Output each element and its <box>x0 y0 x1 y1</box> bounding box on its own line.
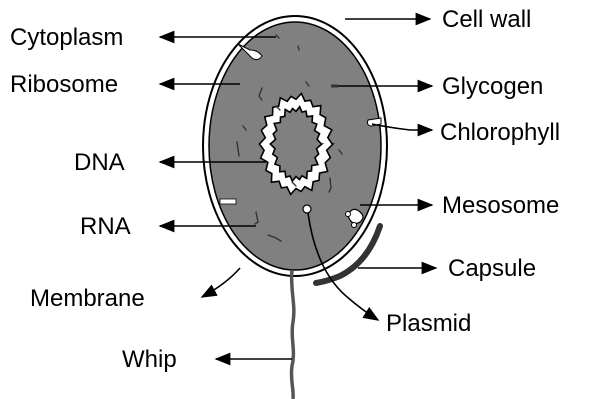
label-chlorophyll: Chlorophyll <box>440 119 560 146</box>
label-cytoplasm: Cytoplasm <box>10 24 123 51</box>
cytoplasm <box>209 22 381 270</box>
label-ribosome: Ribosome <box>10 71 118 98</box>
label-mesosome: Mesosome <box>442 192 559 219</box>
label-dna: DNA <box>74 149 125 176</box>
label-cell-wall: Cell wall <box>442 6 531 33</box>
label-rna: RNA <box>80 213 131 240</box>
label-membrane: Membrane <box>30 285 145 312</box>
label-plasmid: Plasmid <box>386 310 471 337</box>
leader-membrane <box>202 268 240 297</box>
whip-flagellum <box>291 270 293 399</box>
wall-notch-left <box>220 199 236 204</box>
label-capsule: Capsule <box>448 255 536 282</box>
label-whip: Whip <box>122 346 177 373</box>
label-glycogen: Glycogen <box>442 73 543 100</box>
plasmid <box>303 205 311 213</box>
